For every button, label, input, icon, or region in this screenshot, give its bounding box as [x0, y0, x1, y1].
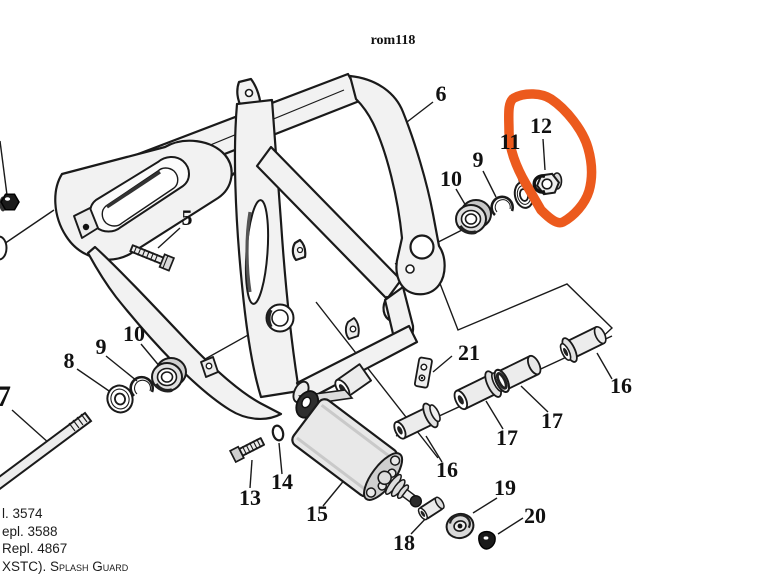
callout-5: 5	[182, 205, 193, 230]
washer-partial-left-edge	[0, 237, 7, 260]
part-17-bushing-upper	[492, 352, 544, 394]
callout-labels: 5 6 7 8 9 10 10 9 11 12 13 14 15 16 17 1…	[0, 81, 632, 555]
callout-6: 6	[436, 81, 447, 106]
nut-top-left	[0, 194, 19, 211]
callout-21: 21	[458, 340, 480, 365]
callout-16-upper: 16	[610, 373, 632, 398]
footer-line: XSTC). Splash Guard	[2, 558, 128, 575]
part-7-pivot-axle	[0, 413, 91, 491]
part-12-hex-nut	[534, 173, 561, 195]
callout-11: 11	[500, 129, 521, 154]
part-9-snap-ring-left	[131, 377, 153, 396]
part-9-snap-ring-right	[492, 197, 513, 215]
callout-9-right: 9	[473, 147, 484, 172]
footer-note: l. 3574 epl. 3588 Repl. 4867 XSTC). Spla…	[2, 505, 128, 575]
swingarm-frame-drawing	[55, 74, 444, 419]
callout-8: 8	[64, 348, 75, 373]
callout-15: 15	[306, 501, 328, 526]
footer-line: Repl. 4867	[2, 540, 128, 558]
part-13-mount-bolt	[230, 436, 265, 462]
callout-9-left: 9	[96, 334, 107, 359]
part-20-acorn-nut	[479, 532, 495, 549]
part-21-weld-tab	[414, 357, 432, 388]
callout-7: 7	[0, 380, 11, 413]
callout-10-right: 10	[440, 166, 462, 191]
group-bracket-line	[427, 250, 612, 341]
callout-16-lower: 16	[436, 457, 458, 482]
footer-line: l. 3574	[2, 505, 128, 523]
part-14-o-ring	[271, 424, 285, 441]
callout-20: 20	[524, 503, 546, 528]
callout-19: 19	[494, 475, 516, 500]
callout-14: 14	[271, 469, 293, 494]
diagram-title: rom118	[371, 33, 416, 48]
callout-17-lower: 17	[496, 425, 518, 450]
footer-line: epl. 3588	[2, 523, 128, 541]
part-19-flange-locknut	[444, 511, 476, 541]
callout-13: 13	[239, 485, 261, 510]
axle-hole	[411, 236, 434, 259]
callout-12: 12	[530, 113, 552, 138]
part-15-shock-absorber	[273, 384, 437, 527]
callout-18: 18	[393, 530, 415, 555]
part-10-bearing-right	[456, 200, 491, 233]
part-5-adjuster-screw	[129, 242, 174, 271]
callout-17-upper: 17	[541, 408, 563, 433]
callout-10-left: 10	[123, 321, 145, 346]
